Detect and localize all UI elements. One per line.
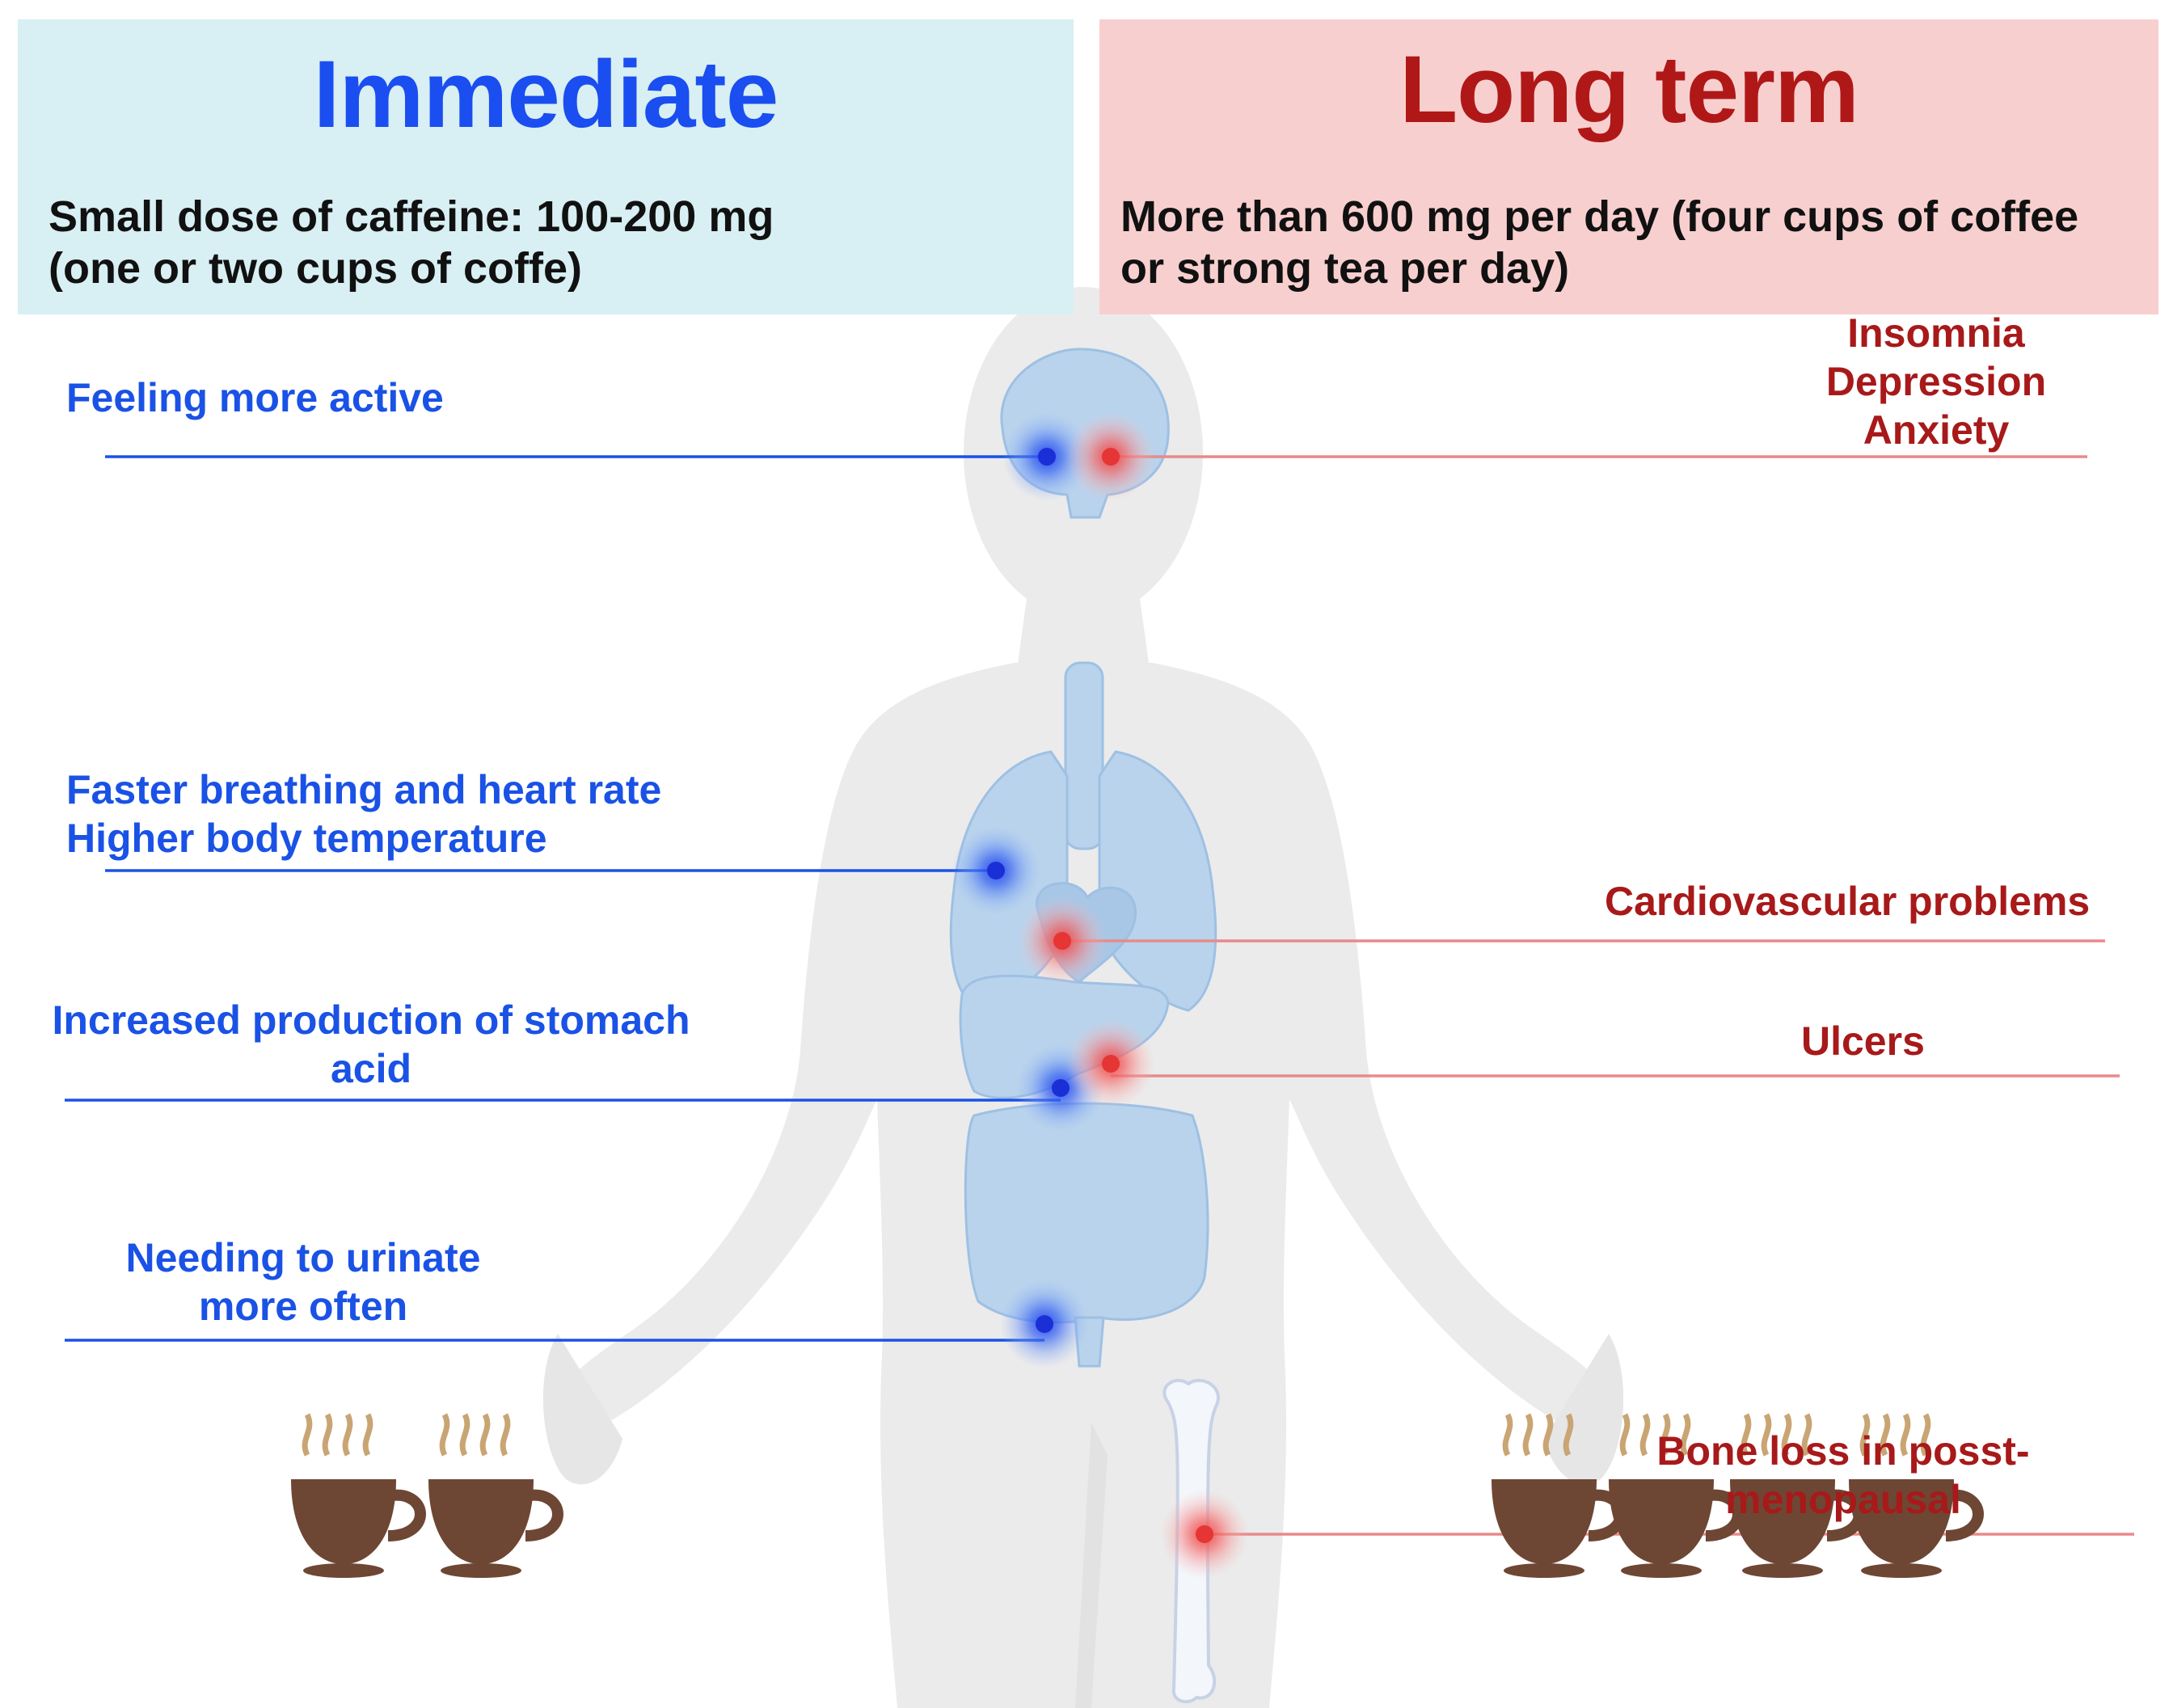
coffee-cup-icon <box>1609 1413 1744 1578</box>
coffee-cup-icon <box>291 1413 426 1578</box>
effect-markers <box>951 412 1249 1579</box>
immediate-effect-urination: Needing to urinate more often <box>125 1235 481 1329</box>
long-term-title: Long term <box>1399 36 1859 143</box>
coffee-cup-icon <box>428 1413 563 1578</box>
long-term-desc-line1: More than 600 mg per day (four cups of c… <box>1120 192 2079 241</box>
cups-long-term <box>1492 1413 1984 1578</box>
immediate-effect-stomach: Increased production of stomach acid <box>52 997 690 1091</box>
immediate-desc-line2: (one or two cups of coffe) <box>49 244 582 293</box>
coffee-cup-icon <box>1849 1413 1984 1578</box>
immediate-desc-line1: Small dose of caffeine: 100-200 mg <box>49 192 774 241</box>
immediate-effect-breathing: Faster breathing and heart rate Higher b… <box>66 767 662 861</box>
cups-immediate <box>291 1413 563 1578</box>
immediate-effect-brain: Feeling more active <box>66 375 444 420</box>
long-term-panel: Long term More than 600 mg per day (four… <box>1099 19 2158 314</box>
long-term-effect-bone: Bone loss in posst- menopausal <box>1656 1428 2030 1522</box>
long-term-description: More than 600 mg per day (four cups of c… <box>1120 191 2078 294</box>
coffee-cup-icon <box>1730 1413 1865 1578</box>
long-term-effect-ulcers: Ulcers <box>1801 1018 1925 1064</box>
immediate-panel: Immediate Small dose of caffeine: 100-20… <box>18 19 1074 314</box>
long-term-effect-cardiovascular: Cardiovascular problems <box>1605 879 2091 924</box>
immediate-description: Small dose of caffeine: 100-200 mg (one … <box>49 191 774 294</box>
immediate-title: Immediate <box>313 41 779 148</box>
long-term-desc-line2: or strong tea per day) <box>1120 244 1570 293</box>
long-term-effect-brain: Insomnia Depression Anxiety <box>1825 310 2047 453</box>
